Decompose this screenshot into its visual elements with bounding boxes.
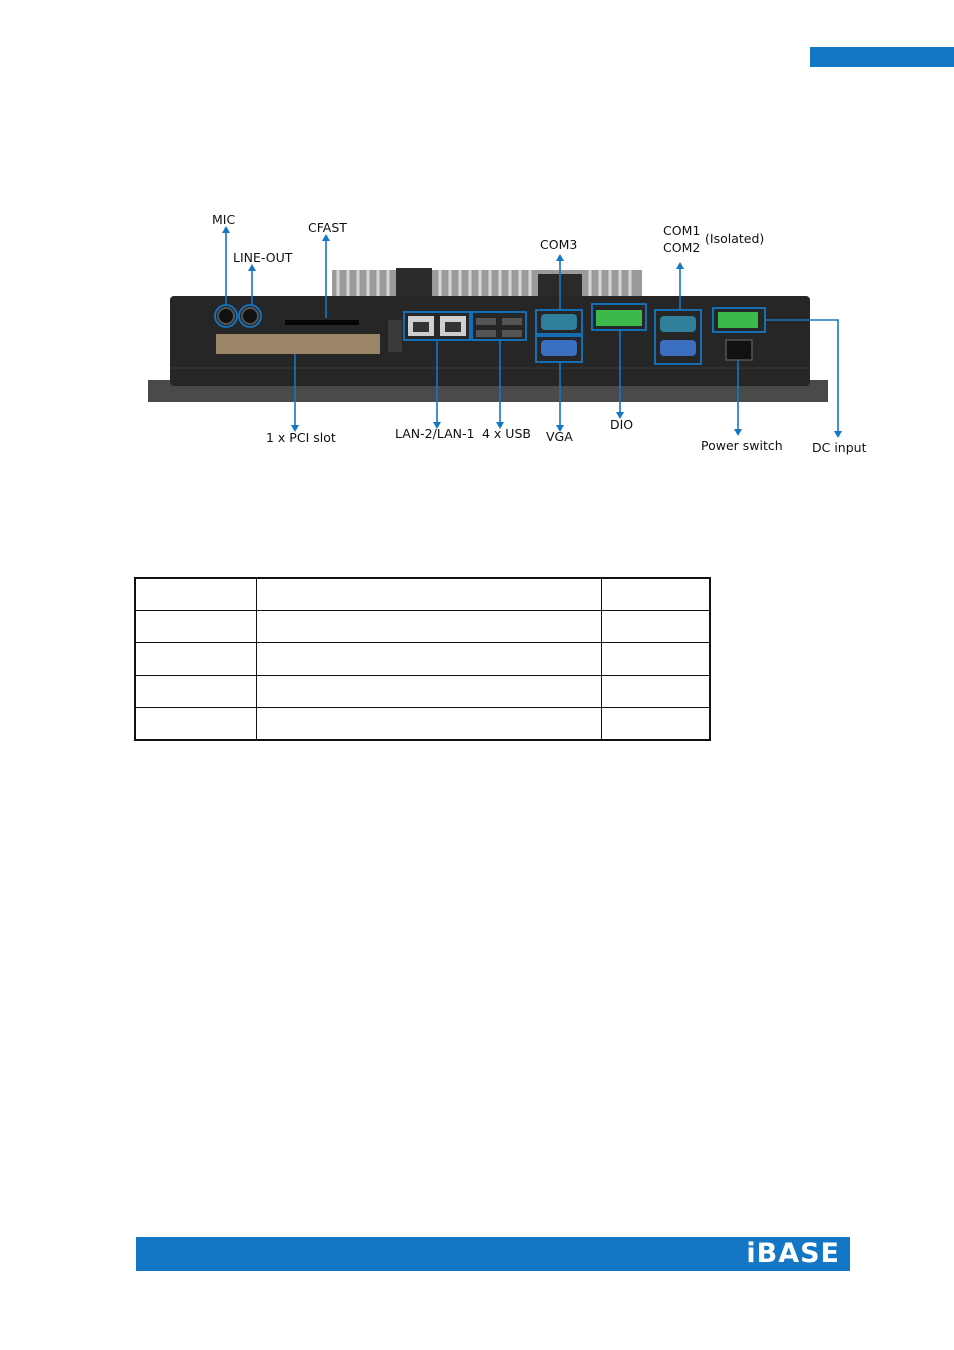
rear-io-photo: MIC LINE-OUT CFAST COM3 COM1 COM2 (Isola… — [148, 212, 867, 455]
table-cell — [256, 674, 602, 708]
table-cell — [256, 642, 602, 676]
callout-lines — [225, 230, 839, 434]
usb-port — [476, 318, 496, 325]
spec-table — [134, 577, 711, 741]
table-row — [134, 577, 711, 612]
table-row — [134, 610, 711, 644]
label-pci-slot: 1 x PCI slot — [266, 430, 336, 445]
table-cell — [600, 642, 711, 676]
table-row — [134, 642, 711, 676]
usb-port — [502, 330, 522, 337]
table-row — [134, 674, 711, 708]
label-com3: COM3 — [540, 237, 577, 252]
label-power-switch: Power switch — [701, 438, 783, 453]
table-cell — [134, 674, 258, 708]
label-dc-input: DC input — [812, 440, 867, 455]
label-usb: 4 x USB — [482, 426, 531, 441]
label-com2: COM2 — [663, 240, 700, 255]
table-cell — [134, 577, 258, 612]
table-cell — [256, 706, 602, 741]
rear-io-figure: MIC LINE-OUT CFAST COM3 COM1 COM2 (Isola… — [140, 200, 880, 470]
table-cell — [134, 706, 258, 741]
label-mic: MIC — [212, 212, 235, 227]
dio-terminal — [596, 310, 642, 326]
label-cfast: CFAST — [308, 220, 347, 235]
com3-port — [541, 314, 577, 330]
heatsink — [332, 268, 642, 300]
label-line-out: LINE-OUT — [233, 250, 293, 265]
dc-input-terminal — [718, 312, 758, 328]
table-cell — [600, 674, 711, 708]
label-lan: LAN-2/LAN-1 — [395, 426, 474, 441]
footer-bar: iBASE — [136, 1237, 850, 1271]
table-row — [134, 706, 711, 741]
table-cell — [256, 610, 602, 644]
com1-port — [660, 316, 696, 332]
power-switch — [725, 339, 753, 361]
header-accent-bar — [810, 47, 954, 67]
usb-port — [502, 318, 522, 325]
mic-jack — [217, 307, 235, 325]
chassis — [170, 296, 810, 386]
label-dio: DIO — [610, 417, 633, 432]
table-cell — [256, 577, 602, 612]
line-out-jack — [241, 307, 259, 325]
vga-port — [541, 340, 577, 356]
callout-arrowheads — [222, 226, 842, 438]
pci-slot — [216, 334, 380, 354]
cfast-slot — [285, 320, 359, 325]
table-cell — [600, 577, 711, 612]
label-com1: COM1 — [663, 223, 700, 238]
label-isolated: (Isolated) — [705, 231, 764, 246]
com2-port — [660, 340, 696, 356]
table-cell — [600, 706, 711, 741]
table-cell — [134, 610, 258, 644]
label-vga: VGA — [546, 429, 573, 444]
usb-port — [476, 330, 496, 337]
table-cell — [600, 610, 711, 644]
ibase-logo: iBASE — [746, 1238, 840, 1269]
table-cell — [134, 642, 258, 676]
